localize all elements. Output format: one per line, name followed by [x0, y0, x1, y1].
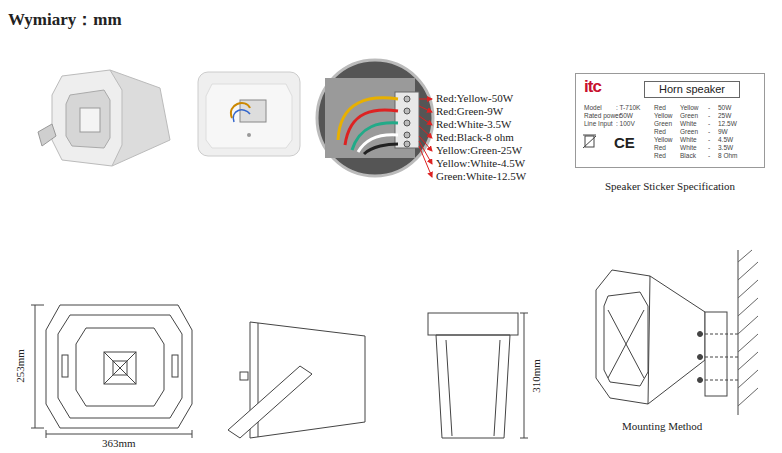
- front-view: [31, 305, 192, 438]
- tap-table-cell: 25W: [718, 112, 731, 119]
- tap-table-cell: -: [708, 112, 710, 119]
- brand-logo: itc: [584, 77, 601, 97]
- tap-table-cell: Yellow: [654, 136, 673, 143]
- tap-table-cell: Red: [654, 104, 666, 111]
- dimension: 363mm: [102, 437, 136, 450]
- wire-label: Red:Green-9W: [436, 105, 503, 118]
- figure-label: Mounting Method: [622, 420, 702, 433]
- tap-table-cell: 4.5W: [718, 136, 733, 143]
- side-view: [228, 322, 365, 438]
- horn-photo: [38, 70, 170, 166]
- dimension: 253mm: [14, 347, 27, 385]
- tap-table-cell: -: [708, 120, 710, 127]
- tap-table-cell: Red: [654, 152, 666, 159]
- wire-label: Green:White-12.5W: [436, 170, 526, 183]
- back-view: [198, 72, 300, 156]
- ce-mark: CE: [614, 134, 635, 151]
- tap-table-cell: 9W: [718, 128, 728, 135]
- tap-table-cell: -: [708, 104, 710, 111]
- page-title: Wymiary：mm: [8, 10, 122, 30]
- mounting-drawing: [596, 250, 758, 415]
- bin-icon: [583, 135, 596, 148]
- tap-table-cell: 50W: [718, 104, 731, 111]
- wire-label: Red:White-3.5W: [436, 118, 511, 131]
- terminal-zoom: [317, 60, 433, 177]
- spec-value: : T-710K: [616, 104, 640, 111]
- top-view: [428, 313, 528, 438]
- wire-label: Yellow:Green-25W: [436, 144, 522, 157]
- tap-table-cell: Red: [654, 144, 666, 151]
- spec-name: Model: [584, 104, 602, 111]
- tap-table-cell: -: [708, 144, 710, 151]
- tap-table-cell: 3.5W: [718, 144, 733, 151]
- sticker-caption: Speaker Sticker Specification: [605, 180, 735, 193]
- wire-label: Red:Black-8 ohm: [436, 131, 514, 144]
- spec-name: Line Input: [584, 120, 613, 127]
- tap-table-cell: Black: [680, 152, 696, 159]
- tap-table-cell: Yellow: [680, 104, 699, 111]
- tap-table-cell: Green: [654, 120, 672, 127]
- wire-label: Yellow:White-4.5W: [436, 157, 525, 170]
- sticker-box: itc Horn speakerModel : T-710KRated power:…: [575, 73, 765, 168]
- sticker-heading: Horn speaker: [644, 81, 740, 98]
- dimension: 310mm: [530, 357, 543, 395]
- tap-table-cell: White: [680, 144, 697, 151]
- tap-table-cell: 8 Ohm: [718, 152, 738, 159]
- spec-name: Rated power: [584, 112, 621, 119]
- tap-table-cell: 12.5W: [718, 120, 737, 127]
- tap-table-cell: Green: [680, 128, 698, 135]
- spec-value: : 50W: [616, 112, 633, 119]
- tap-table-cell: Green: [680, 112, 698, 119]
- tap-table-cell: Yellow: [654, 112, 673, 119]
- spec-value: : 100V: [616, 120, 635, 127]
- tap-table-cell: Red: [654, 128, 666, 135]
- wire-label: Red:Yellow-50W: [436, 92, 513, 105]
- tap-table-cell: White: [680, 136, 697, 143]
- tap-table-cell: -: [708, 152, 710, 159]
- tap-table-cell: -: [708, 128, 710, 135]
- tap-table-cell: -: [708, 136, 710, 143]
- tap-table-cell: White: [680, 120, 697, 127]
